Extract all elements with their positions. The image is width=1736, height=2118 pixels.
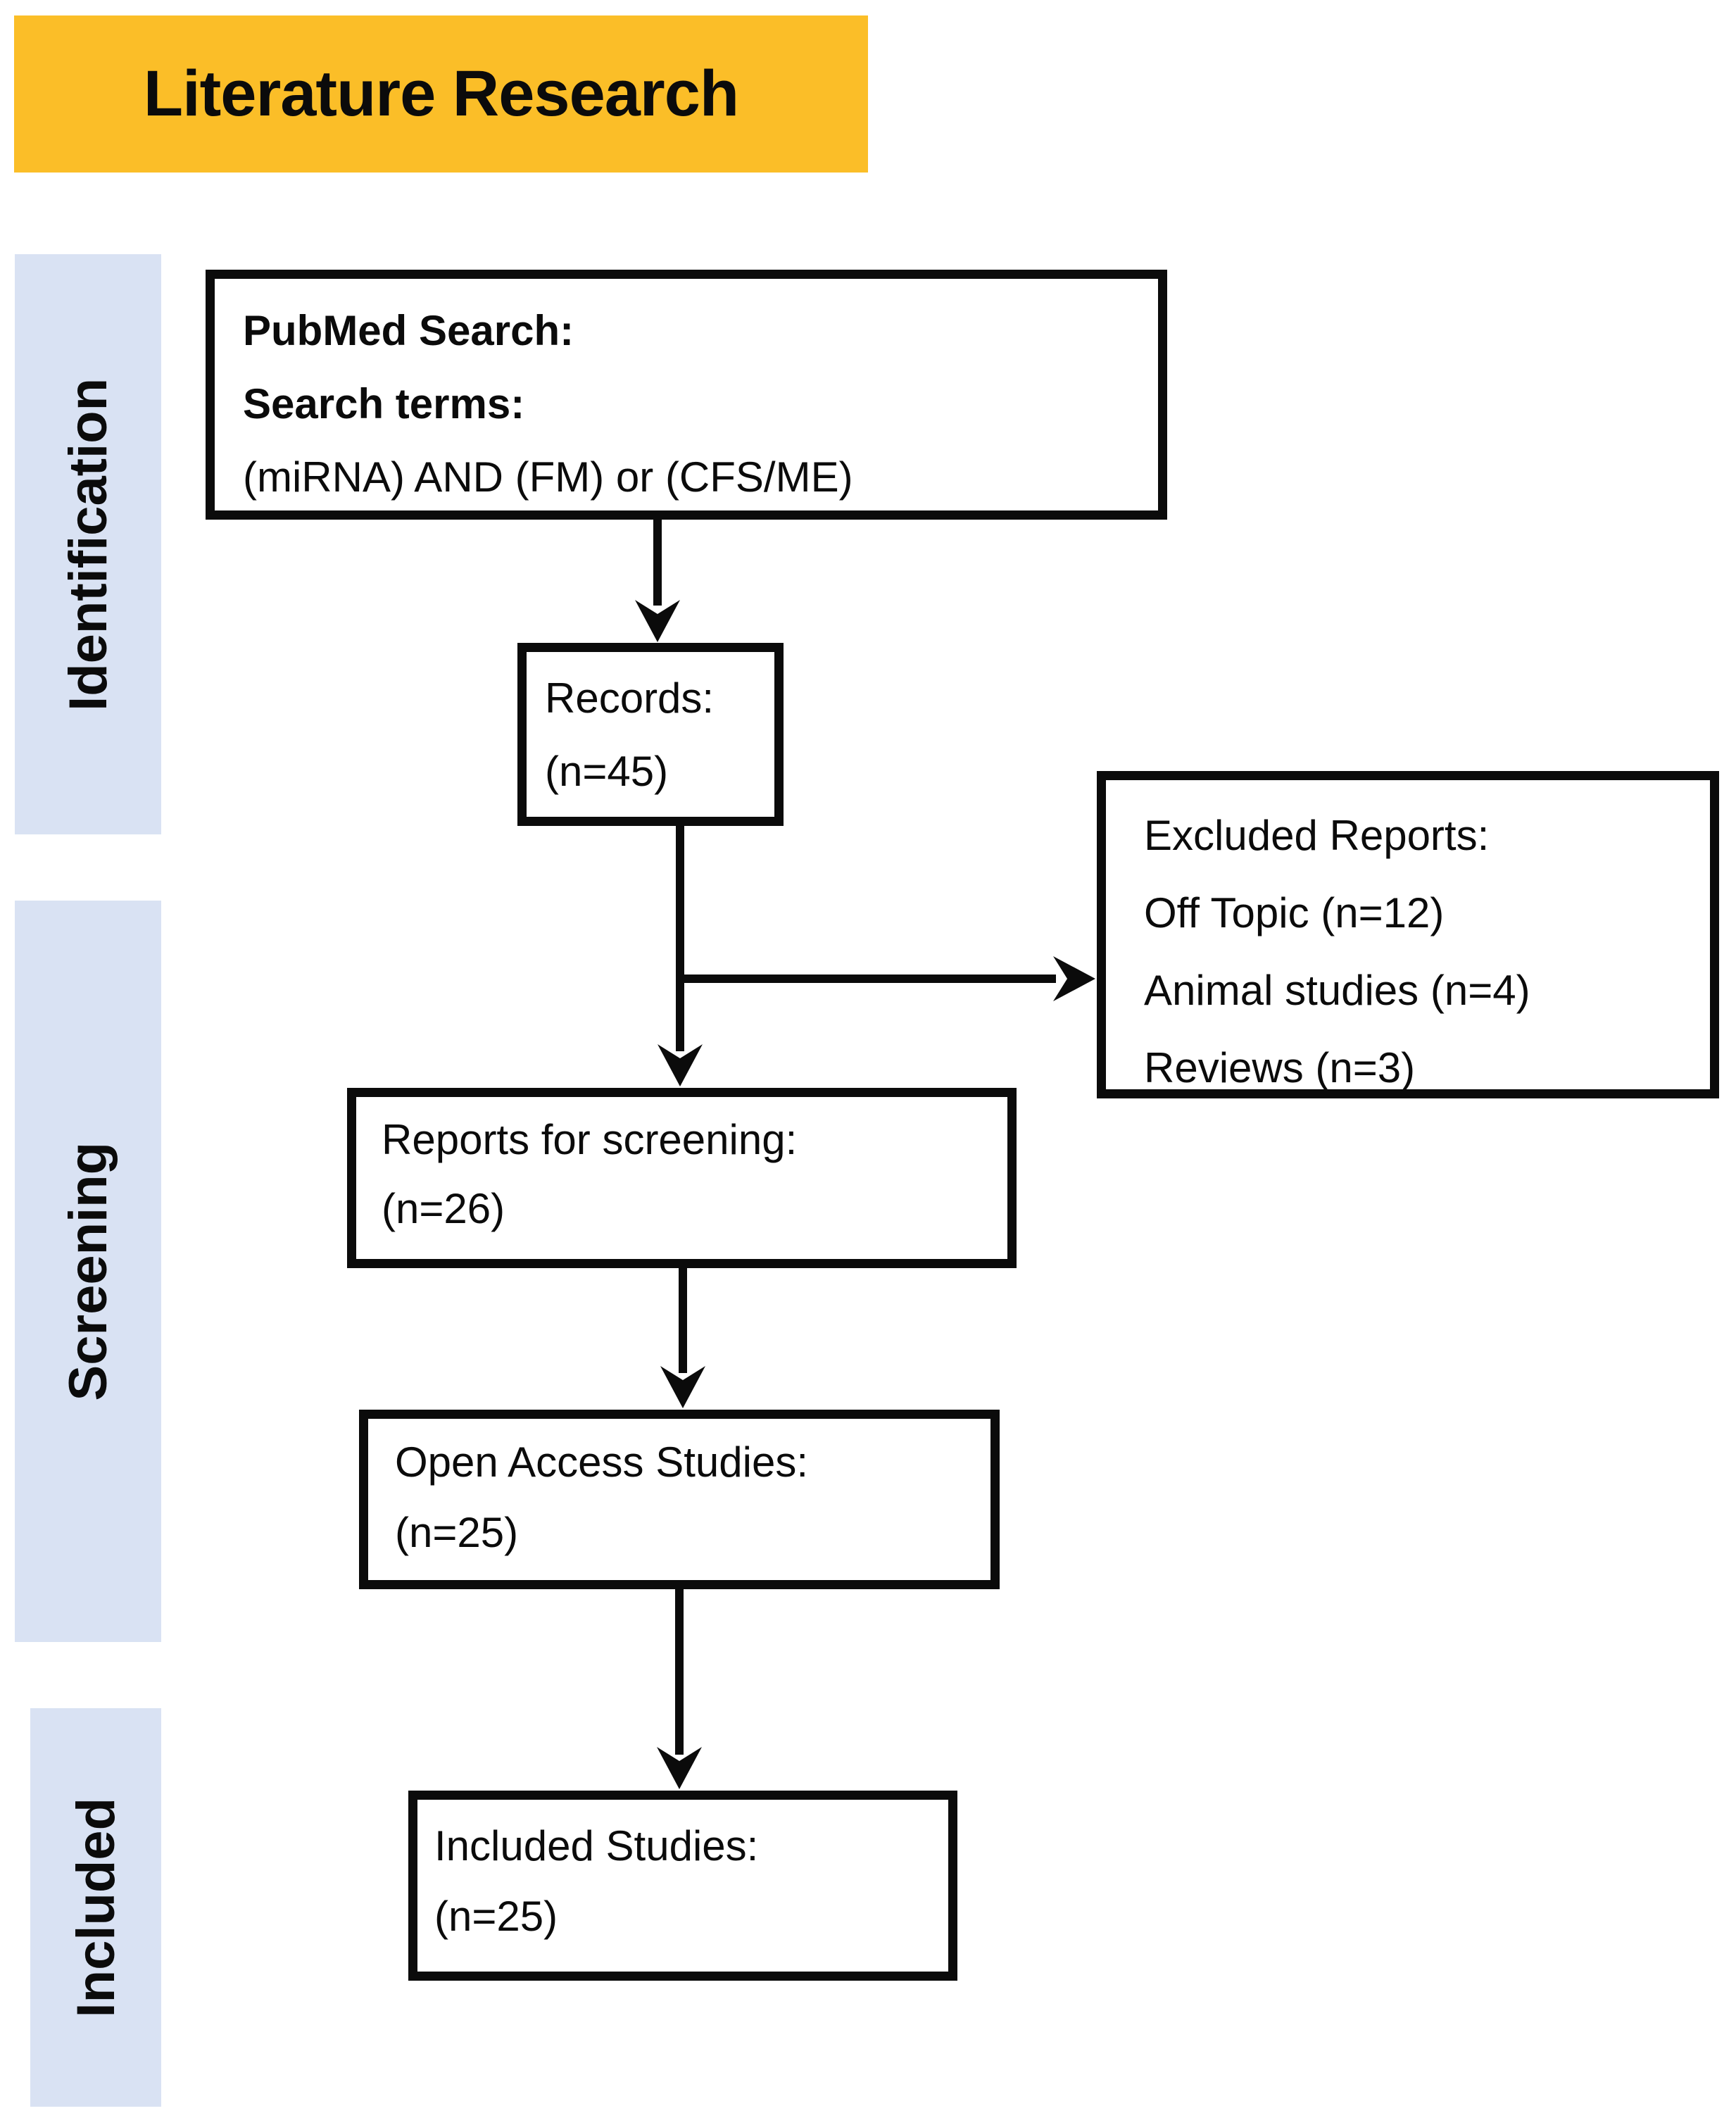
box-excluded-reports: Excluded Reports: Off Topic (n=12) Anima… [1097,771,1719,1098]
diagram-title-text: Literature Research [143,58,739,130]
excluded-off-topic: Off Topic (n=12) [1144,889,1445,936]
open-access-label: Open Access Studies: [395,1439,808,1486]
arrow-pubmed-to-records [635,520,680,642]
records-count: (n=45) [545,748,669,795]
excluded-reports-label: Excluded Reports: [1144,812,1490,859]
box-included-studies: Included Studies: (n=25) [408,1791,957,1981]
box-reports-for-screening: Reports for screening: (n=26) [347,1088,1017,1268]
arrow-branch-to-excluded [676,956,1095,1001]
included-studies-count: (n=25) [434,1893,558,1940]
arrow-openaccess-to-included [657,1589,702,1789]
pubmed-search-heading: PubMed Search: [243,307,574,354]
stage-band-included: Included [30,1708,161,2107]
reports-for-screening-count: (n=26) [382,1185,505,1232]
open-access-count: (n=25) [395,1509,519,1556]
diagram-title: Literature Research [14,15,868,173]
excluded-animal-studies: Animal studies (n=4) [1144,967,1530,1014]
search-terms-value: (miRNA) AND (FM) or (CFS/ME) [243,453,853,501]
stage-band-screening: Screening [15,901,161,1642]
excluded-reviews: Reviews (n=3) [1144,1044,1416,1091]
reports-for-screening-label: Reports for screening: [382,1116,798,1163]
box-open-access-studies: Open Access Studies: (n=25) [359,1410,1000,1589]
arrow-screening-to-openaccess [660,1267,705,1408]
box-pubmed-search: PubMed Search: Search terms: (miRNA) AND… [206,270,1167,520]
stage-band-identification: Identification [15,254,161,834]
included-studies-label: Included Studies: [434,1822,759,1869]
records-label: Records: [545,675,715,722]
box-records: Records: (n=45) [517,643,784,826]
search-terms-heading: Search terms: [243,380,525,427]
arrow-records-to-screening [658,826,703,1086]
